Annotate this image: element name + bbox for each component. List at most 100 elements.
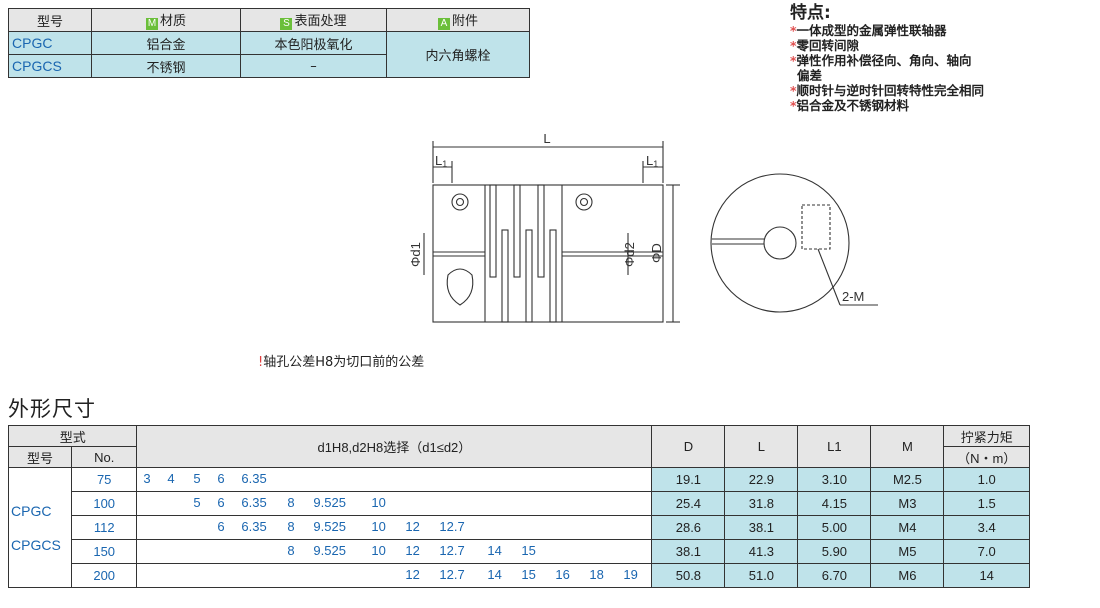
bore-size: 15: [521, 567, 536, 582]
header-no: No.: [70, 446, 138, 468]
feature-item: *零回转间隙: [790, 38, 984, 53]
bore-size: 10: [371, 495, 386, 510]
cell-L: 41.3: [724, 539, 799, 564]
model-codes: CPGC CPGCS: [8, 467, 72, 588]
header-select: d1H8,d2H8选择（d1≤d2）: [136, 425, 653, 468]
row-no: 100: [70, 491, 138, 516]
label-L1-left: L1: [435, 153, 447, 169]
coupling-side-body: [432, 184, 664, 323]
bore-size: 9.525: [313, 495, 346, 510]
bore-size: 14: [487, 567, 502, 582]
header-torque: 拧紧力矩: [943, 425, 1030, 447]
cell-torque: 7.0: [943, 539, 1030, 564]
cell-torque: 3.4: [943, 515, 1030, 540]
bore-size: 6: [217, 471, 225, 486]
label-d2: Φd2: [622, 242, 637, 267]
cell-D: 50.8: [651, 563, 726, 588]
row-surface: 本色阳极氧化: [240, 31, 387, 55]
cell-M: M2.5: [870, 467, 945, 492]
row-material: 铝合金: [91, 31, 241, 55]
dimensions-table: 型式 d1H8,d2H8选择（d1≤d2） D L L1 M 拧紧力矩 型号 N…: [7, 425, 1030, 588]
cell-M: M6: [870, 563, 945, 588]
features-list: 特点: *一体成型的金属弹性联轴器 *零回转间隙 *弹性作用补偿径向、角向、轴向…: [790, 3, 984, 114]
bore-size: 12: [405, 567, 420, 582]
model-code: CPGCS: [11, 536, 61, 553]
row-no: 200: [70, 563, 138, 588]
header-model: 型号: [8, 8, 92, 32]
cell-torque: 14: [943, 563, 1030, 588]
bore-size: 14: [487, 543, 502, 558]
cell-D: 25.4: [651, 491, 726, 516]
bore-hole: [446, 268, 474, 306]
row-accessory: 内六角螺栓: [386, 31, 530, 78]
header-torque-unit: （N・m）: [943, 446, 1030, 468]
bore-size: 18: [589, 567, 604, 582]
features-title: 特点:: [790, 3, 831, 23]
label-D: ΦD: [649, 243, 664, 263]
bore-size: 8: [287, 495, 295, 510]
header-type: 型式: [7, 425, 138, 447]
accessory-badge: A: [437, 18, 450, 30]
feature-item: 偏差: [790, 68, 984, 83]
bore-size: 9.525: [313, 543, 346, 558]
bullet-icon: *: [790, 38, 797, 53]
material-badge: M: [145, 18, 158, 30]
feature-text: 铝合金及不锈钢材料: [796, 98, 910, 113]
label-d1: Φd1: [408, 242, 423, 267]
row-material: 不锈钢: [91, 54, 241, 78]
row-code: CPGC: [8, 31, 92, 55]
bore-size: 5: [193, 471, 201, 486]
bore-size: 12.7: [439, 543, 465, 558]
feature-text: 弹性作用补偿径向、角向、轴向: [796, 53, 972, 68]
tolerance-note: !轴孔公差H8为切口前的公差: [258, 351, 424, 370]
cell-torque: 1.5: [943, 491, 1030, 516]
bore-size: 6: [217, 495, 225, 510]
bore-size: 8: [287, 519, 295, 534]
cell-L: 31.8: [724, 491, 799, 516]
row-no: 112: [70, 515, 138, 540]
cell-D: 38.1: [651, 539, 726, 564]
surface-badge: S: [280, 18, 293, 30]
header-L: L: [724, 425, 799, 468]
feature-item: *顺时针与逆时针回转特性完全相同: [790, 83, 984, 98]
screw-right: [575, 193, 593, 211]
bore-size: 12.7: [439, 519, 465, 534]
feature-item: *一体成型的金属弹性联轴器: [790, 23, 984, 38]
cell-M: M3: [870, 491, 945, 516]
bore-size: 6: [217, 519, 225, 534]
bore-size: 8: [287, 543, 295, 558]
header-surface-label: 表面处理: [294, 14, 347, 29]
label-L: L: [543, 131, 550, 146]
header-M: M: [870, 425, 945, 468]
bullet-icon: *: [790, 98, 797, 113]
bullet-icon: *: [790, 53, 797, 68]
bore-size: 3: [143, 471, 151, 486]
bore-size: 12.7: [439, 567, 465, 582]
cell-L: 51.0: [724, 563, 799, 588]
warning-icon: !: [258, 355, 264, 370]
row-no: 150: [70, 539, 138, 564]
feature-item: *铝合金及不锈钢材料: [790, 98, 984, 113]
feature-text: 偏差: [797, 68, 823, 83]
bore-size: 10: [371, 543, 386, 558]
feature-text: 顺时针与逆时针回转特性完全相同: [796, 83, 985, 98]
note-text: 轴孔公差H8为切口前的公差: [263, 355, 425, 370]
cell-L1: 6.70: [797, 563, 872, 588]
row-surface: –: [240, 54, 387, 78]
coupling-end-view: [710, 173, 850, 313]
bore-size: 12: [405, 519, 420, 534]
feature-text: 零回转间隙: [796, 38, 860, 53]
bullet-icon: *: [790, 83, 797, 98]
bullet-icon: *: [790, 23, 797, 38]
